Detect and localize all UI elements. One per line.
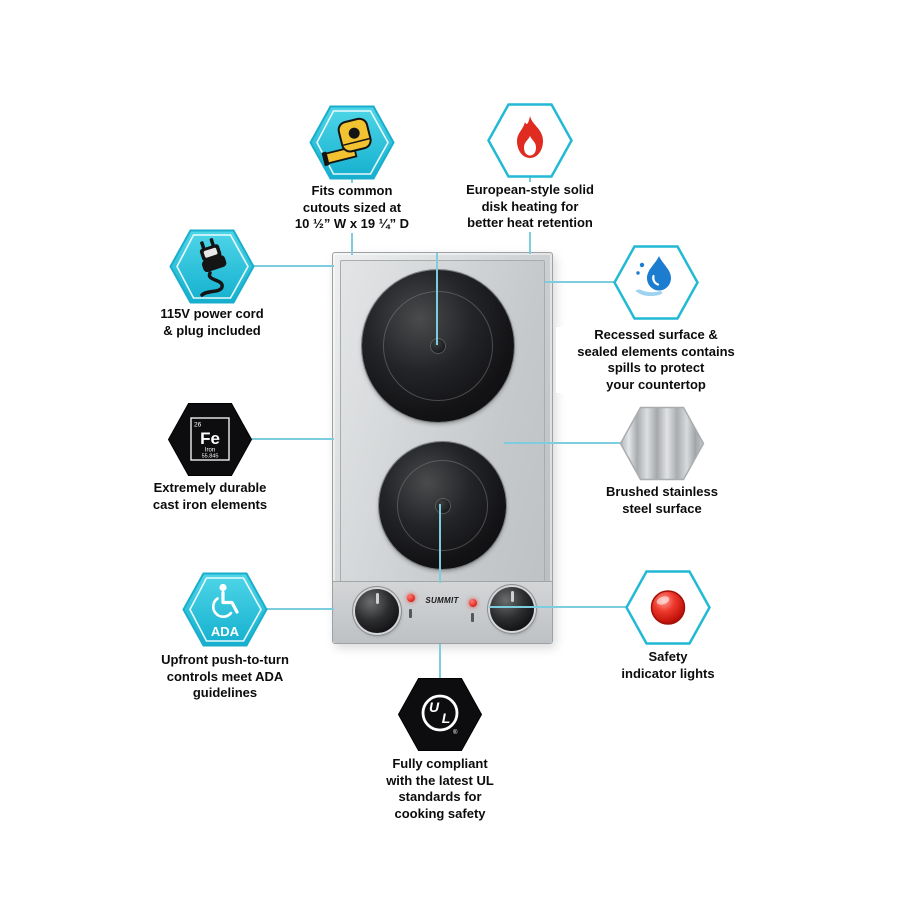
- callout-label-safety: Safety indicator lights: [583, 649, 753, 682]
- label-line: Extremely durable: [153, 480, 267, 495]
- right-control-knob: [490, 587, 534, 631]
- label-line: disk heating for: [481, 198, 579, 214]
- label-line: Recessed surface &: [594, 327, 718, 342]
- callout-label-ul: Fully compliant with the latest UL stand…: [350, 756, 530, 822]
- plug-glyph: [199, 238, 227, 273]
- tape-measure-icon: [309, 105, 395, 180]
- ada-badge-text: ADA: [211, 624, 240, 639]
- callout-label-cast-iron: Extremely durable cast iron elements: [120, 480, 300, 513]
- label-line: controls meet ADA: [166, 668, 284, 684]
- control-panel: SUMMIT: [333, 581, 552, 643]
- callout-label-steel: Brushed stainless steel surface: [572, 484, 752, 517]
- callout-label-heating: European-style solid disk heating for be…: [440, 182, 620, 232]
- flame-icon: [487, 103, 573, 178]
- indicator-light-glyph: [650, 590, 686, 625]
- label-line: sealed elements contains: [577, 343, 735, 359]
- ul-certification-icon: U L ®: [397, 678, 483, 751]
- callout-label-recessed: Recessed surface & sealed elements conta…: [556, 327, 756, 393]
- callout-label-ada: Upfront push-to-turn controls meet ADA g…: [130, 652, 320, 702]
- connector-line-power: [248, 265, 334, 267]
- label-line: Upfront push-to-turn: [161, 652, 289, 667]
- periodic-tile-border: [190, 417, 230, 461]
- power-plug-icon: [169, 229, 255, 304]
- label-line: Safety: [648, 649, 688, 664]
- label-line: European-style solid: [466, 182, 594, 197]
- brushed-steel-icon: [619, 406, 705, 481]
- label-line: with the latest UL: [386, 772, 494, 788]
- label-line: guidelines: [192, 685, 258, 700]
- puddle-glyph: [635, 289, 663, 297]
- iron-element-icon: 26 Fe Iron 55.845: [167, 403, 253, 476]
- drop-glyph: [647, 256, 671, 291]
- tape-measure-glyph: [321, 117, 372, 167]
- connector-line-steel: [504, 442, 623, 444]
- connector-line-cast-iron: [246, 438, 334, 440]
- connector-line-ul: [439, 644, 441, 678]
- cooktop-product-image: SUMMIT: [332, 252, 553, 644]
- label-line: & plug included: [163, 322, 261, 338]
- connector-line-top-burner: [436, 253, 438, 345]
- element-number: 26: [194, 422, 202, 429]
- label-line: steel surface: [622, 500, 702, 516]
- red-button-icon: [625, 570, 711, 645]
- left-control-knob: [355, 589, 399, 633]
- bottom-burner-element: [379, 442, 506, 569]
- connector-line-ada: [262, 608, 334, 610]
- label-line: 115V power cord: [160, 306, 264, 321]
- element-symbol: Fe: [200, 429, 220, 448]
- label-line: Fully compliant: [392, 756, 488, 771]
- label-line: indicator lights: [621, 665, 715, 681]
- label-line: cooking safety: [394, 805, 486, 821]
- label-line: Brushed stainless: [606, 484, 718, 499]
- left-indicator-light: [407, 594, 415, 602]
- callout-label-cutout: Fits common cutouts sized at 10 ½” W x 1…: [267, 183, 437, 233]
- label-line: Fits common: [311, 183, 393, 198]
- ul-letter-u: U: [429, 699, 440, 715]
- connector-line-bottom-burner: [439, 504, 441, 583]
- label-line: cutouts sized at: [302, 199, 402, 215]
- brand-logo: SUMMIT: [425, 596, 459, 605]
- label-line: 10 ½” W x 19 ¼” D: [294, 216, 410, 231]
- water-drop-icon: [613, 245, 699, 320]
- label-line: spills to protect: [607, 360, 705, 375]
- connector-line-safety: [489, 606, 629, 608]
- power-cord-glyph: [200, 271, 224, 297]
- ul-registered-mark: ®: [453, 729, 458, 736]
- element-name: Iron: [205, 448, 215, 454]
- element-mass: 55.845: [202, 454, 219, 460]
- left-control-marking: [409, 609, 412, 618]
- connector-line-recessed: [545, 281, 617, 283]
- right-indicator-light: [469, 599, 477, 607]
- wheelchair-glyph: [211, 583, 239, 618]
- ul-letter-l: L: [442, 710, 451, 726]
- right-control-marking: [471, 613, 474, 622]
- ul-circle: [421, 694, 459, 732]
- label-line: cast iron elements: [152, 496, 268, 512]
- top-burner-element: [362, 270, 514, 422]
- label-line: better heat retention: [467, 215, 593, 230]
- ada-wheelchair-icon: ADA: [182, 572, 268, 647]
- label-line: standards for: [398, 789, 482, 804]
- label-line: your countertop: [606, 376, 706, 392]
- callout-label-power: 115V power cord & plug included: [127, 306, 297, 339]
